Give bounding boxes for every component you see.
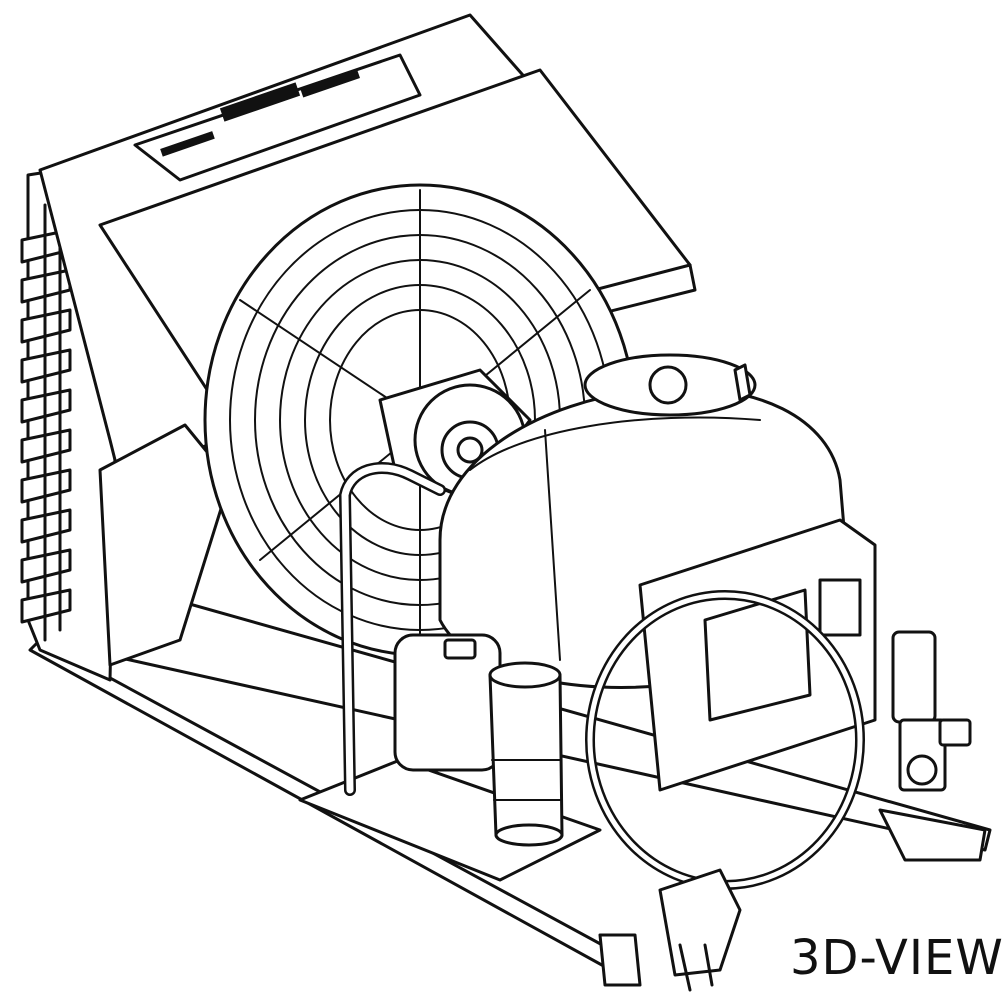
power-plug [658, 868, 742, 992]
filter-drier [488, 661, 564, 847]
service-valve [891, 630, 972, 792]
suction-pipe [339, 461, 446, 796]
receiver [393, 633, 502, 772]
view-label: 3D-VIEW [790, 930, 1002, 986]
rating-label [133, 53, 422, 182]
